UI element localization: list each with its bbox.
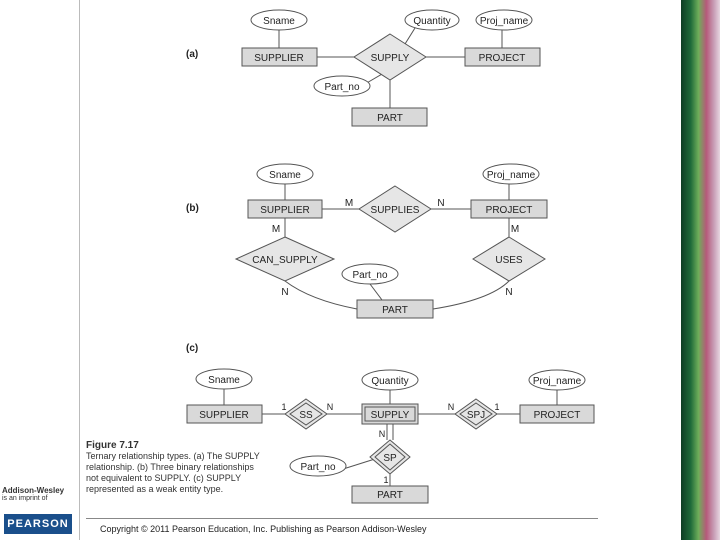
entity-supplier (186, 404, 263, 424)
attr-proj-name-text: Proj_name (533, 376, 582, 387)
entity-supplier (241, 47, 318, 67)
relationship-uses-text: USES (495, 255, 523, 266)
attr-proj-name (482, 163, 540, 185)
identifying-relationship-spj-inner (459, 402, 493, 426)
attr-quantity (404, 9, 460, 31)
entity-supplier (247, 199, 323, 219)
attr-proj-name-text: Proj_name (480, 16, 529, 27)
identifying-relationship-spj (454, 398, 498, 430)
decorative-side-strip (681, 0, 720, 540)
pearson-logo: PEARSON (4, 514, 72, 534)
panel-a-label: (a) (186, 49, 198, 60)
entity-part (356, 299, 434, 319)
attr-sname (256, 163, 314, 185)
relationship-supply (353, 33, 427, 81)
entity-project-text: PROJECT (486, 205, 533, 216)
figure-caption-title: Figure 7.17 (86, 440, 139, 451)
cardinality-label: 1 (494, 402, 499, 412)
attr-proj-name (475, 9, 533, 31)
relationship-supplies-text: SUPPLIES (371, 205, 420, 216)
publisher-name: Addison-Wesley (2, 486, 65, 495)
identifying-relationship-ss (284, 398, 328, 430)
entity-part-text: PART (382, 305, 408, 316)
identifying-relationship-sp (369, 439, 411, 475)
cardinality-label: M (272, 224, 280, 235)
attr-quantity-text: Quantity (413, 16, 450, 27)
figure-caption-line: not equivalent to SUPPLY. (c) SUPPLY (86, 473, 242, 483)
publisher-imprint: Addison-Wesley is an imprint of (2, 486, 74, 502)
publisher-tagline: is an imprint of (2, 495, 48, 502)
cardinality-label: M (511, 224, 519, 235)
entity-project (464, 47, 541, 67)
entity-supplier-text: SUPPLIER (199, 410, 248, 421)
attr-proj-name-text: Proj_name (487, 170, 536, 181)
relationship-uses (472, 236, 546, 282)
attr-sname (250, 9, 308, 31)
attr-part-no (313, 75, 371, 97)
attr-proj-name (528, 369, 586, 391)
attr-part-no-text: Part_no (324, 82, 359, 93)
attr-part-no (341, 263, 399, 285)
footer-divider (86, 518, 598, 519)
panel-c: (c) Sname Quantity Proj_name Part_no SUP… (186, 343, 595, 504)
attr-part-no-text: Part_no (300, 462, 335, 473)
cardinality-label: N (327, 402, 334, 412)
cardinality-label: 1 (281, 402, 286, 412)
entity-project (519, 404, 595, 424)
page-left-rule (79, 0, 80, 540)
relationship-can-supply (234, 236, 336, 282)
attr-part-no (289, 455, 347, 477)
identifying-relationship-sp-inner (374, 443, 406, 471)
entity-project (470, 199, 548, 219)
entity-project-text: PROJECT (479, 53, 526, 64)
relationship-spj-text: SPJ (467, 410, 485, 421)
attr-sname-text: Sname (208, 375, 240, 386)
entity-supplier-text: SUPPLIER (260, 205, 309, 216)
entity-part-text: PART (377, 490, 403, 501)
figure-caption: Figure 7.17 Ternary relationship types. … (86, 440, 286, 495)
relationship-supplies (358, 185, 432, 233)
entity-part (351, 485, 429, 504)
relationship-sp-text: SP (383, 453, 397, 464)
panel-b-label: (b) (186, 203, 199, 214)
weak-entity-supply-inner-border (364, 406, 416, 422)
cardinality-label: N (437, 198, 444, 209)
cardinality-label: M (345, 198, 353, 209)
panel-c-label: (c) (186, 343, 198, 354)
entity-part-text: PART (377, 113, 403, 124)
figure-caption-line: represented as a weak entity type. (86, 484, 224, 494)
attr-quantity-text: Quantity (371, 376, 408, 387)
panel-b: (b) Sname Proj_name Part_no SUPPLIER PRO… (186, 163, 548, 319)
entity-project-text: PROJECT (534, 410, 581, 421)
attr-sname-text: Sname (263, 16, 295, 27)
attr-part-no-text: Part_no (352, 270, 387, 281)
cardinality-label: N (448, 402, 455, 412)
panel-a: (a) Sname Quantity Proj_name Part_no SUP… (186, 9, 541, 127)
figure-caption-line: relationship. (b) Three binary relations… (86, 462, 254, 472)
identifying-relationship-ss-inner (289, 402, 323, 426)
weak-entity-supply (361, 403, 419, 425)
copyright-footer: Copyright © 2011 Pearson Education, Inc.… (100, 524, 427, 534)
cardinality-label: N (505, 287, 512, 298)
cardinality-label: N (281, 287, 288, 298)
attr-quantity (361, 369, 419, 391)
cardinality-label: 1 (383, 475, 388, 485)
weak-entity-supply-text: SUPPLY (371, 410, 410, 421)
entity-supplier-text: SUPPLIER (254, 53, 303, 64)
relationship-ss-text: SS (299, 410, 313, 421)
entity-part (351, 107, 428, 127)
cardinality-label: N (379, 429, 386, 439)
attr-sname-text: Sname (269, 170, 301, 181)
relationship-supply-text: SUPPLY (371, 53, 410, 64)
relationship-can-supply-text: CAN_SUPPLY (252, 255, 318, 266)
figure-caption-line: Ternary relationship types. (a) The SUPP… (86, 451, 260, 461)
attr-sname (195, 368, 253, 390)
